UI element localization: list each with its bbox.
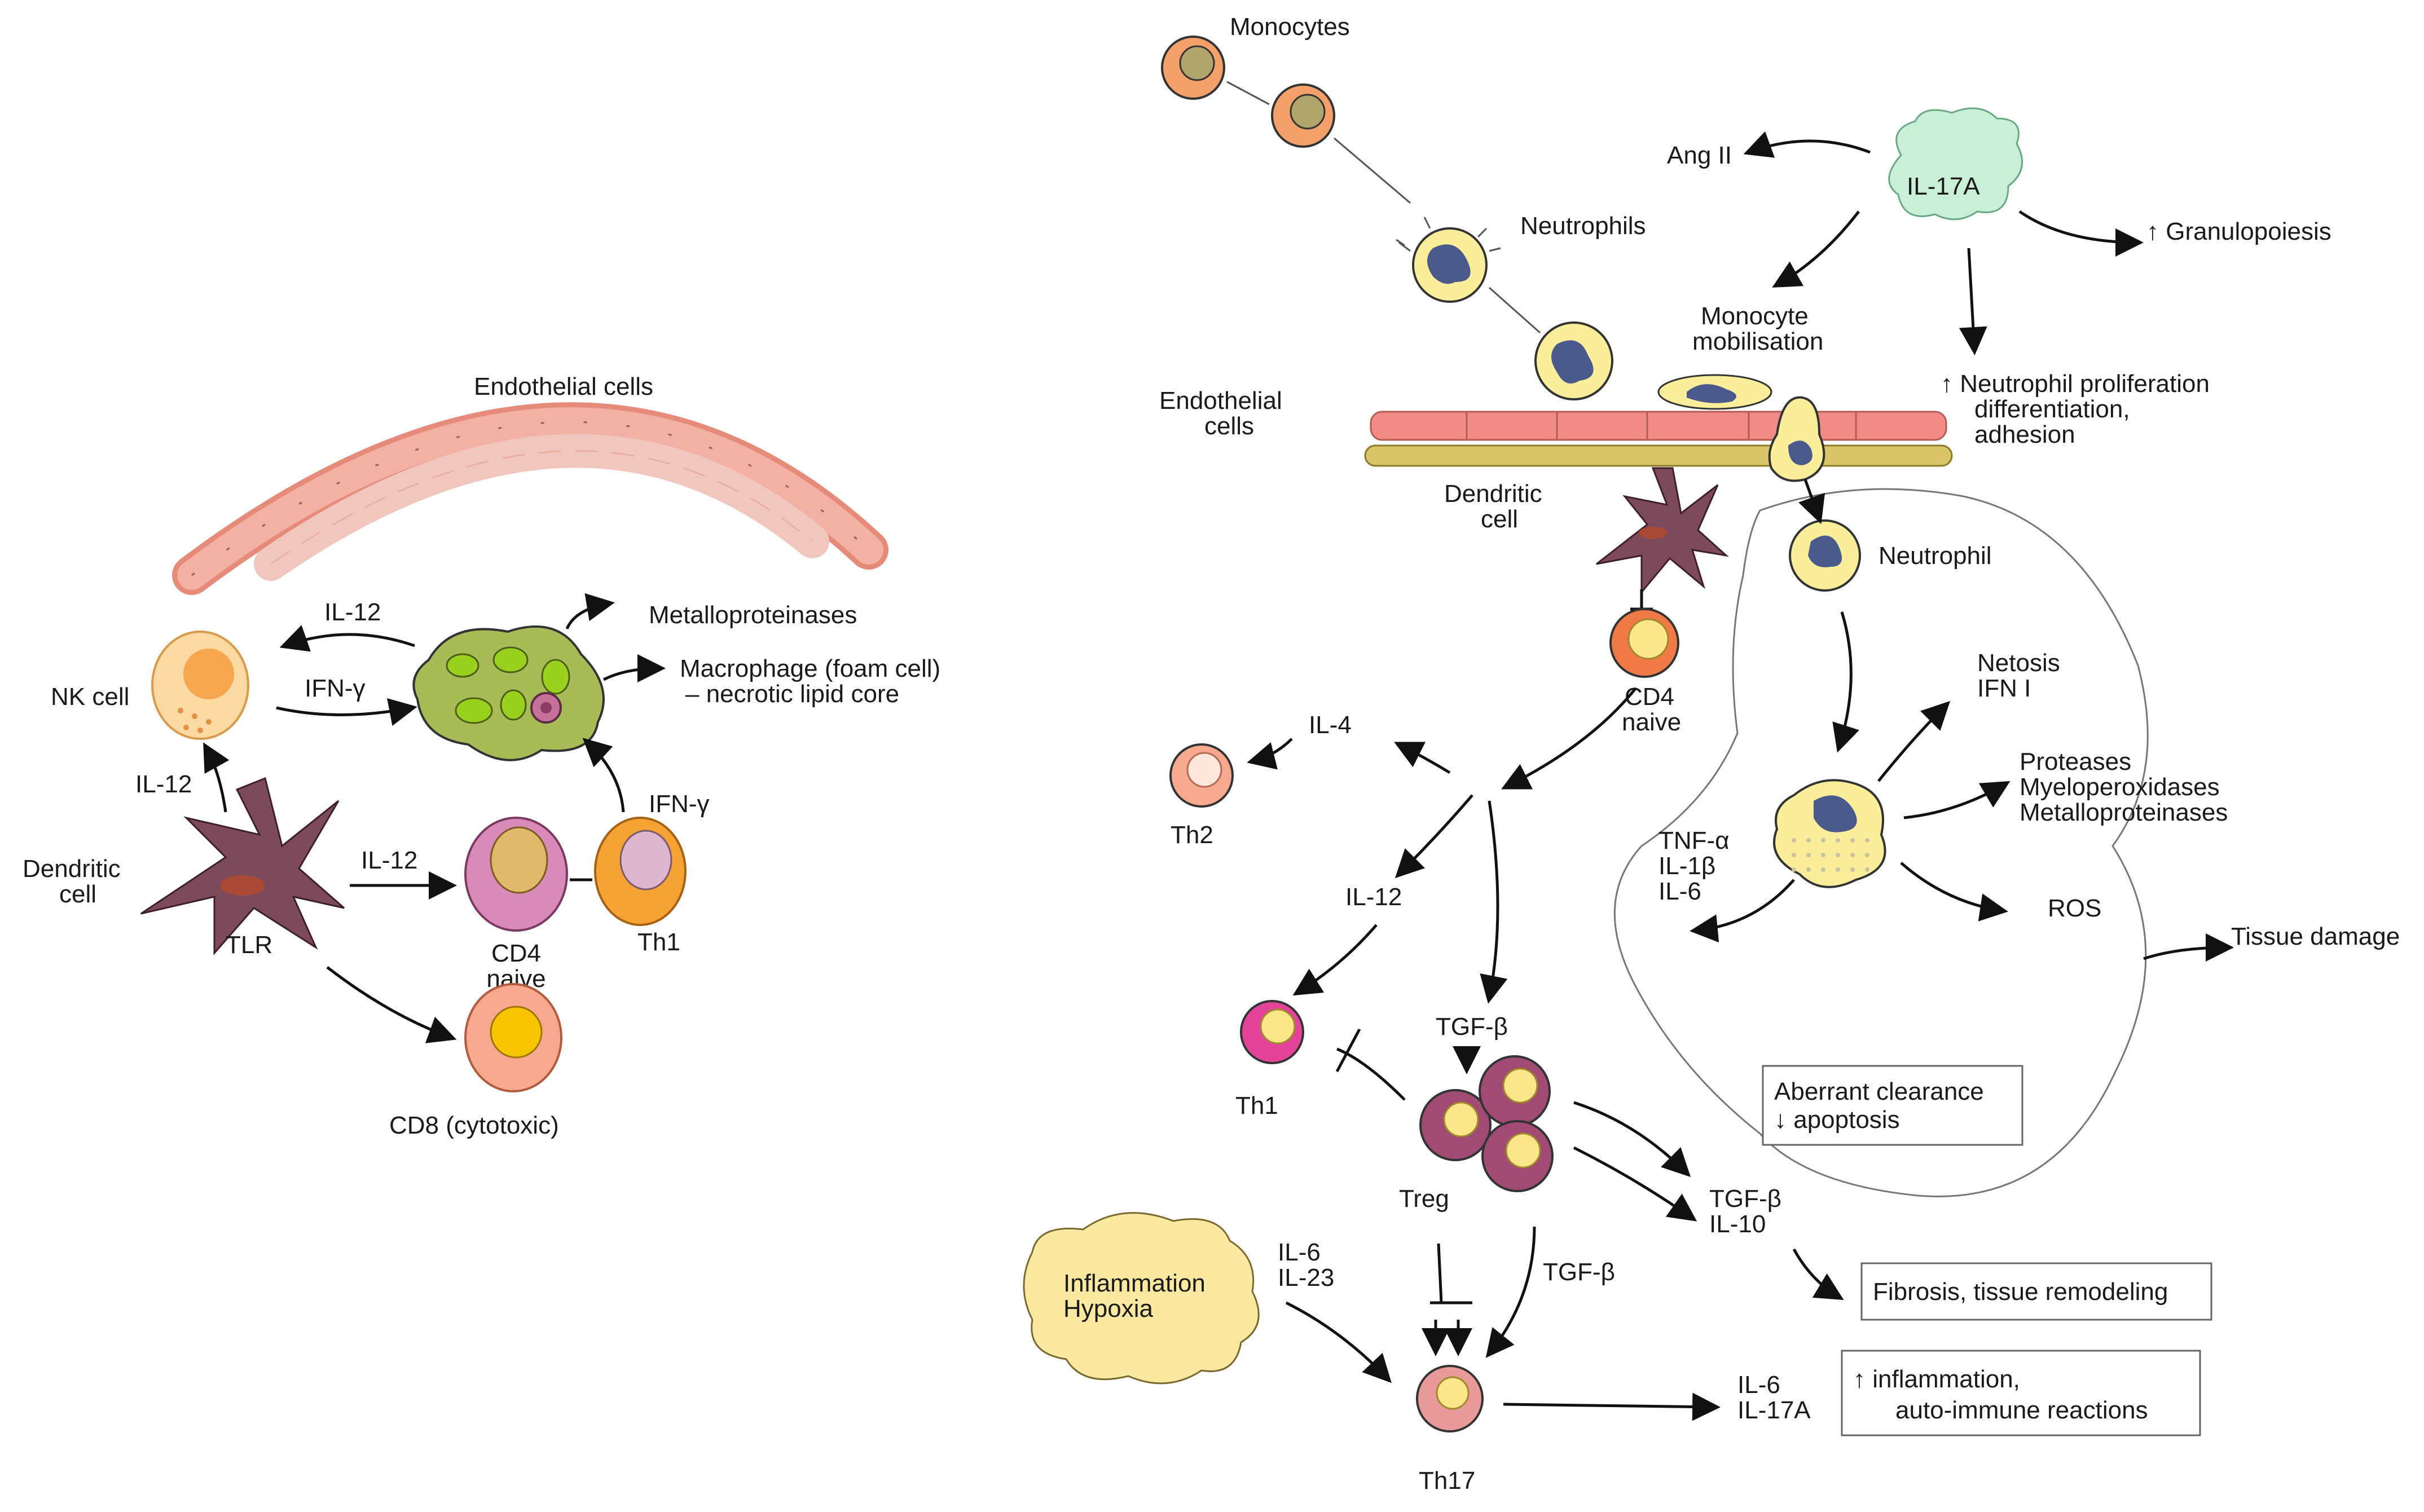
th1-cell-right (1240, 1000, 1304, 1064)
il12-cd4-label: IL-12 (361, 847, 417, 874)
th1-cell-left (594, 817, 687, 926)
dendritic-right-label-2: cell (1481, 505, 1518, 533)
inflammation-box-label-2: auto-immune reactions (1895, 1396, 2148, 1424)
ang2-label: Ang II (1667, 142, 1732, 169)
neutrophil-proliferation-label-3: adhesion (1974, 421, 2075, 448)
left-panel: Endothelial cells NK cell Dendritic (23, 373, 940, 1139)
right-panel: Monocytes IL-17A Ang II ↑ Granulopoiesis… (1023, 13, 2400, 1495)
tissue-damage-label: Tissue damage (2231, 923, 2400, 950)
myeloperoxidases-label: Myeloperoxidases (2020, 773, 2220, 801)
il12-top-label: IL-12 (324, 598, 381, 626)
il4-label: IL-4 (1309, 711, 1352, 739)
metalloproteinases-right-label: Metalloproteinases (2020, 799, 2228, 826)
hypoxia-label: Hypoxia (1063, 1295, 1153, 1323)
endothelial-layer (1364, 411, 1953, 467)
neutrophil-cell-adhering (1534, 321, 1613, 400)
monocytes-label: Monocytes (1230, 13, 1350, 41)
granulopoiesis-label: ↑ Granulopoiesis (2146, 218, 2331, 245)
aberrant-label-2: ↓ apoptosis (1774, 1106, 1900, 1134)
il17a-cloud (1888, 107, 2023, 221)
neutrophil-label: Neutrophil (1879, 542, 1992, 570)
tnf-alpha-label: TNF-α (1658, 827, 1730, 854)
monocyte-cell-2 (1271, 83, 1335, 148)
neutrophil-cell-tissue (1789, 519, 1861, 592)
neutrophil-proliferation-label-2: differentiation, (1974, 395, 2130, 423)
inflammation-hypoxia-cloud (1023, 1212, 1260, 1385)
th1-label-left: Th1 (637, 928, 680, 956)
th2-label: Th2 (1171, 821, 1213, 849)
th17-label: Th17 (1419, 1467, 1475, 1495)
nk-cell-label: NK cell (51, 683, 129, 711)
dendritic-label-left-2: cell (59, 880, 96, 908)
neutrophil-transmigrating (1768, 396, 1825, 482)
il23-label: IL-23 (1278, 1264, 1334, 1291)
nk-cell (151, 631, 249, 740)
endothelial-right-label-2: cells (1204, 412, 1254, 440)
il6-bottom-label: IL-6 (1737, 1371, 1780, 1399)
netosis-label: Netosis (1977, 649, 2060, 677)
endothelial-right-label-1: Endothelial (1159, 387, 1282, 415)
macrophage-label-1: Macrophage (foam cell) (680, 655, 940, 682)
th2-cell (1169, 743, 1234, 808)
inflammation-box-label-1: ↑ inflammation, (1853, 1365, 2020, 1393)
il6-left-label: IL-6 (1278, 1238, 1321, 1266)
il12-right-label: IL-12 (1345, 883, 1402, 911)
tlr-label: TLR (226, 931, 272, 959)
il10-label: IL-10 (1709, 1210, 1766, 1238)
dendritic-label-left-1: Dendritic (23, 855, 121, 883)
treg-cells (1419, 1055, 1554, 1192)
il12-nk-label: IL-12 (135, 770, 192, 798)
cd4-label-left-1: CD4 (491, 940, 541, 967)
il6-cluster-label: IL-6 (1658, 878, 1701, 905)
dendritic-cell-left (140, 777, 345, 955)
th1-right-label: Th1 (1235, 1092, 1278, 1119)
ros-label: ROS (2048, 894, 2101, 922)
il17a-bottom-label: IL-17A (1737, 1396, 1811, 1424)
cd4-naive-cell-left (464, 817, 568, 932)
macrophage-foam-cell (412, 625, 605, 761)
neutrophils-label: Neutrophils (1520, 212, 1646, 240)
inflammation-label: Inflammation (1063, 1269, 1206, 1297)
endothelial-label: Endothelial cells (474, 373, 653, 400)
ifn-gamma-left-label: IFN-γ (305, 675, 366, 702)
ifn1-label: IFN I (1977, 675, 2031, 702)
th17-cell (1416, 1365, 1484, 1432)
neutrophil-cell-top (1396, 217, 1501, 303)
tgfb-top-label: TGF-β (1436, 1013, 1508, 1041)
dendritic-cell-right (1596, 467, 1729, 595)
treg-label: Treg (1399, 1185, 1449, 1213)
endothelial-arch (172, 402, 888, 595)
tgfb-right-label: TGF-β (1709, 1185, 1781, 1213)
cd4-right-label-1: CD4 (1625, 683, 1674, 711)
aberrant-clearance-box (1762, 1065, 2023, 1146)
aberrant-label-1: Aberrant clearance (1774, 1078, 1984, 1105)
il1b-label: IL-1β (1658, 852, 1715, 880)
dendritic-right-label-1: Dendritic (1444, 480, 1542, 508)
monocyte-flattened (1657, 374, 1772, 410)
cd8-label: CD8 (cytotoxic) (389, 1112, 559, 1139)
fibrosis-box (1860, 1262, 2212, 1321)
cd4-right-label-2: naive (1622, 708, 1681, 736)
proteases-label: Proteases (2020, 748, 2131, 775)
tgfb-lower-label: TGF-β (1543, 1258, 1615, 1286)
cd4-naive-cell-right (1609, 608, 1679, 678)
monocyte-cell-1 (1161, 36, 1225, 100)
monocyte-mobilisation-label-1: Monocyte (1701, 302, 1809, 330)
activated-neutrophil (1773, 779, 1886, 888)
fibrosis-label: Fibrosis, tissue remodeling (1873, 1278, 2168, 1306)
ifn-gamma-th1-label: IFN-γ (649, 790, 710, 818)
il17a-label: IL-17A (1907, 173, 1980, 200)
metalloproteinases-left-label: Metalloproteinases (649, 601, 857, 629)
monocyte-mobilisation-label-2: mobilisation (1692, 328, 1823, 355)
macrophage-label-2: – necrotic lipid core (685, 680, 899, 708)
inflammation-box (1841, 1350, 2201, 1436)
cd8-cell (464, 983, 562, 1092)
tissue-boundary (1613, 488, 2149, 1197)
neutrophil-proliferation-label-1: ↑ Neutrophil proliferation (1941, 370, 2210, 398)
